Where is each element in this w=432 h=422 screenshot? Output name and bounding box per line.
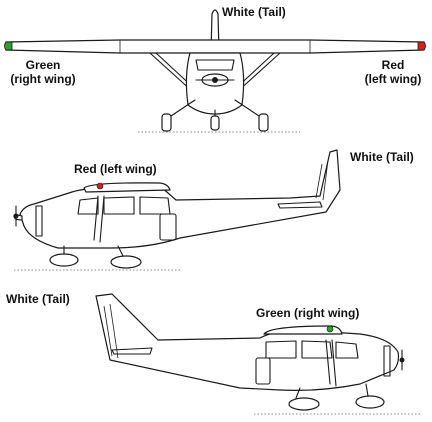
- front-green-label-line1: Green: [25, 58, 61, 72]
- right-main-wheel: [288, 397, 320, 411]
- front-left-wheel: [161, 113, 172, 132]
- right-side-aircraft: [95, 293, 420, 415]
- right-side-tail-label: White (Tail): [6, 292, 70, 306]
- front-red-label-line2: (left wing): [364, 72, 422, 86]
- front-green-label: Green (right wing): [4, 58, 82, 86]
- left-fuselage: [19, 149, 341, 249]
- front-green-label-line2: (right wing): [10, 72, 76, 86]
- right-nose-wheel: [355, 395, 385, 409]
- front-tail-label: White (Tail): [222, 5, 286, 19]
- left-side-aircraft: [13, 149, 341, 271]
- front-nose-wheel: [210, 115, 220, 131]
- right-wing-green-light: [326, 325, 334, 333]
- left-wing: [83, 182, 171, 193]
- left-horizontal-stabilizer: [277, 201, 323, 209]
- right-side-wing-label: Green (right wing): [256, 306, 360, 320]
- left-main-wheel: [110, 255, 142, 269]
- right-side-window-2: [301, 340, 333, 359]
- right-side-window-1: [265, 340, 297, 359]
- front-left-strut: [149, 52, 194, 93]
- front-right-strut: [236, 52, 281, 93]
- front-red-label-line1: Red: [381, 58, 405, 72]
- front-wing: [4, 39, 426, 54]
- front-right-wheel: [258, 113, 269, 132]
- green-wingtip-light: [4, 41, 13, 51]
- right-horizontal-stabilizer: [111, 347, 153, 355]
- left-side-window-1: [103, 196, 135, 215]
- left-side-wing-label: Red (left wing): [74, 162, 157, 176]
- front-red-label: Red (left wing): [356, 58, 430, 86]
- red-wingtip-light: [417, 41, 426, 51]
- left-wing-red-light: [96, 182, 104, 190]
- left-nose-wheel: [49, 253, 79, 267]
- left-side-tail-label: White (Tail): [350, 150, 414, 164]
